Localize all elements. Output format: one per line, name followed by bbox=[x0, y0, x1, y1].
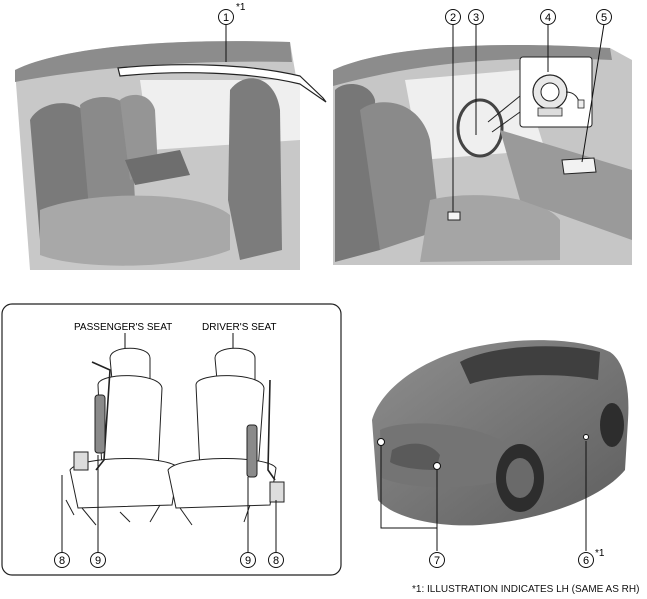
callout-1: 1 bbox=[218, 9, 234, 25]
callout-9-driver: 9 bbox=[240, 552, 256, 568]
svg-text:8: 8 bbox=[59, 555, 65, 567]
svg-text:1: 1 bbox=[223, 12, 229, 24]
driver-seat-label: DRIVER'S SEAT bbox=[202, 322, 277, 333]
callout-5: 5 bbox=[596, 9, 612, 25]
callout-8-driver: 8 bbox=[268, 552, 284, 568]
svg-text:9: 9 bbox=[95, 555, 101, 567]
rear-cabin-illustration bbox=[15, 41, 327, 270]
svg-text:4: 4 bbox=[545, 12, 551, 24]
sas-unit bbox=[447, 211, 461, 221]
front-crash-sensor-rh bbox=[433, 462, 441, 470]
footnote: *1: ILLUSTRATION INDICATES LH (SAME AS R… bbox=[412, 584, 640, 595]
callout-7: 7 bbox=[429, 552, 445, 568]
curtain-airbag bbox=[117, 64, 327, 103]
side-crash-sensor bbox=[583, 434, 589, 440]
note-marker-car: *1 bbox=[595, 548, 605, 559]
leader-lines bbox=[61, 23, 605, 552]
callout-4: 4 bbox=[540, 9, 556, 25]
passenger-seat-label: PASSENGER'S SEAT bbox=[74, 322, 172, 333]
vehicle-exterior-illustration bbox=[372, 340, 629, 526]
front-cabin-illustration bbox=[333, 44, 632, 266]
driver-seat-illustration bbox=[167, 347, 285, 526]
svg-text:8: 8 bbox=[273, 555, 279, 567]
callout-2: 2 bbox=[445, 9, 461, 25]
seats-panel bbox=[1, 303, 342, 576]
svg-text:3: 3 bbox=[473, 12, 479, 24]
callout-9-passenger: 9 bbox=[90, 552, 106, 568]
svg-text:5: 5 bbox=[601, 12, 607, 24]
side-module bbox=[561, 157, 597, 175]
svg-text:9: 9 bbox=[245, 555, 251, 567]
callout-6: 6 bbox=[578, 552, 594, 568]
front-crash-sensor-lh bbox=[377, 438, 385, 446]
callout-3: 3 bbox=[468, 9, 484, 25]
svg-text:7: 7 bbox=[434, 555, 440, 567]
note-marker-top: *1 bbox=[236, 2, 246, 13]
svg-text:2: 2 bbox=[450, 12, 456, 24]
callout-8-passenger: 8 bbox=[54, 552, 70, 568]
passenger-seat-illustration bbox=[65, 347, 179, 526]
svg-text:6: 6 bbox=[583, 555, 589, 567]
